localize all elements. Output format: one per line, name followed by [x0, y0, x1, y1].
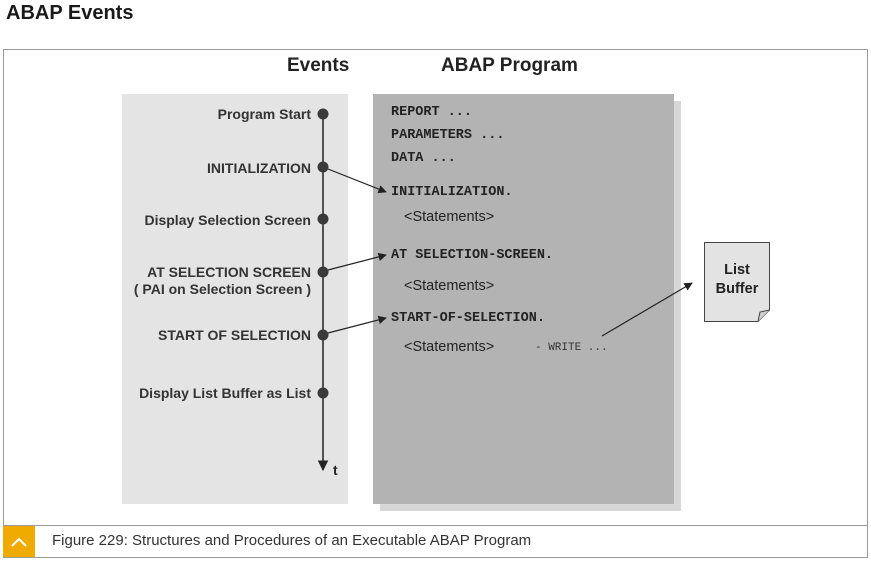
list-buffer-line1: List — [724, 262, 750, 278]
arrow-initialization — [327, 168, 387, 194]
list-buffer-label: List Buffer — [704, 261, 770, 299]
event-dot-display-selection-screen — [317, 213, 329, 225]
event-dot-initialization — [317, 161, 329, 173]
figure-caption: Figure 229: Structures and Procedures of… — [52, 532, 532, 549]
event-label-program-start: Program Start — [217, 106, 311, 122]
code-report: REPORT ... — [391, 105, 473, 120]
arrow-write-to-list-buffer — [601, 282, 693, 337]
caption-bar — [3, 525, 868, 558]
arrow-at-selection-screen — [327, 252, 387, 271]
page-title: ABAP Events — [6, 2, 134, 24]
list-buffer-line2: Buffer — [715, 281, 759, 297]
event-label-display-selection-screen: Display Selection Screen — [144, 212, 311, 228]
code-statements-1: <Statements> — [404, 209, 495, 225]
event-dot-start-of-selection — [317, 329, 329, 341]
code-parameters: PARAMETERS ... — [391, 128, 505, 143]
list-buffer-document-icon — [704, 242, 770, 322]
code-data: DATA ... — [391, 151, 456, 166]
events-panel — [122, 94, 348, 504]
events-header: Events — [287, 55, 350, 76]
code-at-selection-screen: AT SELECTION-SCREEN. — [391, 248, 554, 263]
program-panel — [373, 94, 674, 504]
event-label-initialization: INITIALIZATION — [207, 160, 311, 176]
arrow-start-of-selection — [327, 315, 387, 334]
code-write: - WRITE ... — [535, 342, 608, 354]
event-dot-program-start — [317, 108, 329, 120]
event-dot-display-list-buffer — [317, 387, 329, 399]
event-dot-at-selection-screen — [317, 266, 329, 278]
event-label-display-list-buffer: Display List Buffer as List — [139, 385, 311, 401]
event-label-start-of-selection: START OF SELECTION — [158, 327, 311, 343]
code-start-of-selection: START-OF-SELECTION. — [391, 311, 545, 326]
code-statements-3: <Statements> — [404, 339, 495, 355]
code-initialization: INITIALIZATION. — [391, 185, 513, 200]
chevron-up-icon[interactable] — [3, 526, 35, 557]
event-sublabel-pai: ( PAI on Selection Screen ) — [133, 281, 311, 297]
event-label-at-selection-screen: AT SELECTION SCREEN — [147, 264, 311, 280]
timeline-label: t — [333, 462, 338, 478]
program-header: ABAP Program — [441, 55, 578, 76]
code-statements-2: <Statements> — [404, 278, 495, 294]
